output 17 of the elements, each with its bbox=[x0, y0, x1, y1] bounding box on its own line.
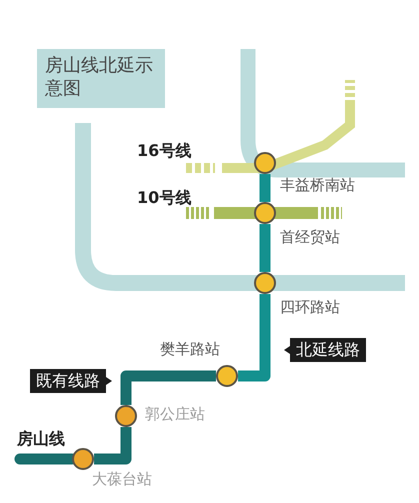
title-box: 房山线北延示意图 bbox=[37, 49, 165, 108]
station-name: 樊羊路站 bbox=[160, 340, 220, 358]
track-segment bbox=[260, 174, 270, 202]
track-segment bbox=[94, 427, 132, 464]
callout-tag: 既有线路 bbox=[30, 369, 112, 393]
station-name: 大葆台站 bbox=[92, 470, 152, 488]
line-name: 房山线 bbox=[17, 429, 65, 449]
station-name: 丰益桥南站 bbox=[280, 176, 355, 194]
track-segment bbox=[120, 370, 216, 405]
station-name: 四环路站 bbox=[280, 298, 340, 316]
station-name: 首经贸站 bbox=[280, 228, 340, 246]
line-name: 10号线 bbox=[137, 188, 192, 208]
station-name: 郭公庄站 bbox=[145, 405, 205, 423]
track-segment bbox=[238, 294, 270, 382]
line-name: 16号线 bbox=[137, 141, 192, 161]
callout-tag: 北延线路 bbox=[284, 338, 366, 362]
track-segment bbox=[260, 224, 270, 272]
